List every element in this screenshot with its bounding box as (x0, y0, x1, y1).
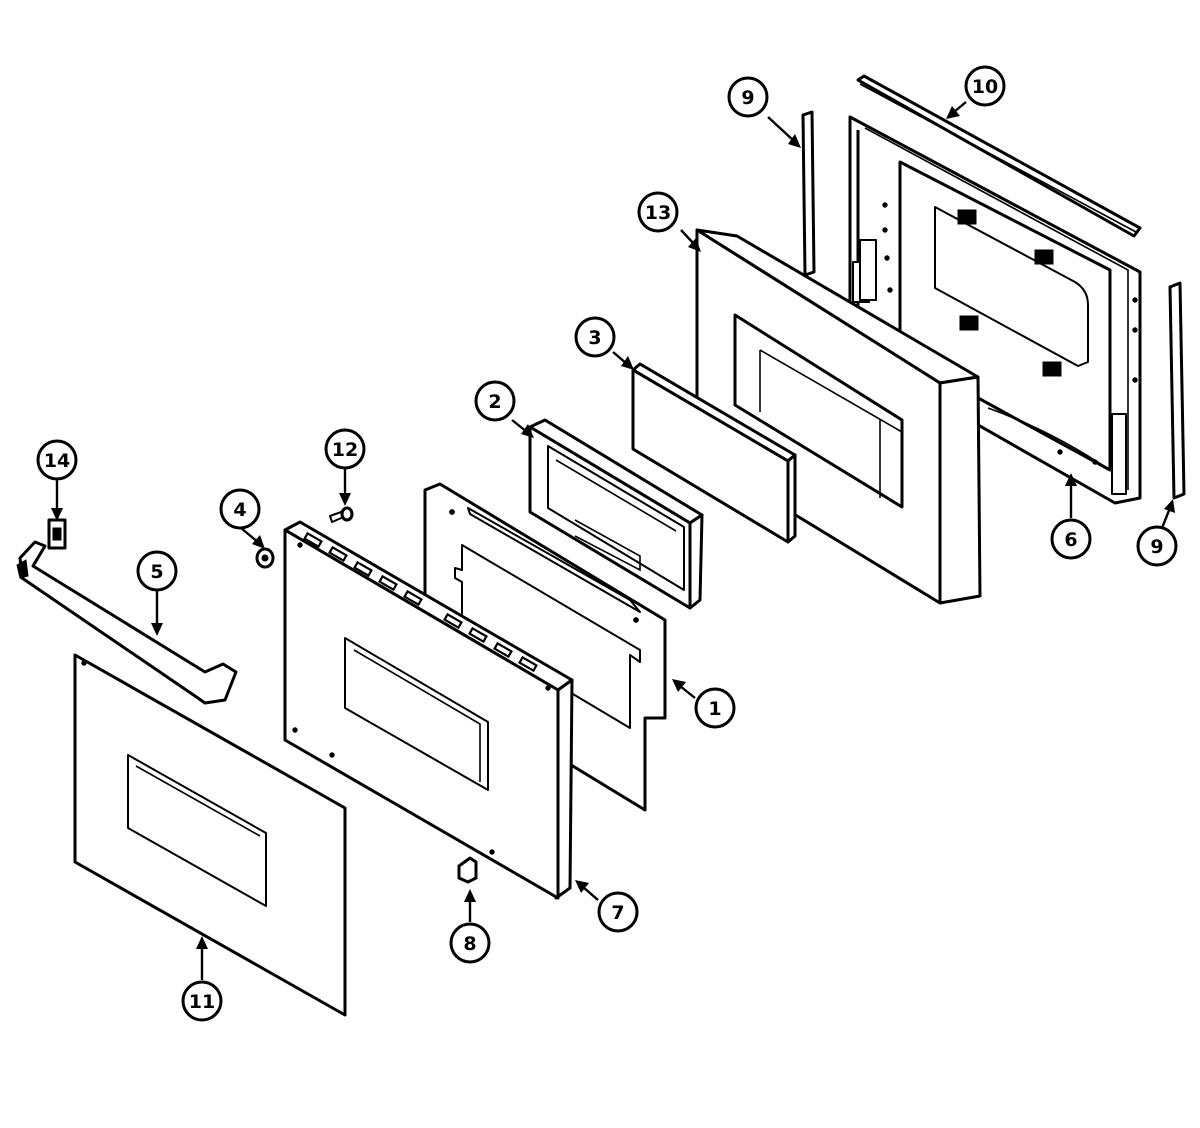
callout-8: 8 (449, 922, 491, 964)
callout-label: 6 (1064, 529, 1077, 551)
callout-11: 11 (181, 980, 223, 1022)
part-1-inner-panel (423, 482, 667, 812)
callout-1: 1 (694, 687, 736, 729)
callout-label: 9 (741, 87, 754, 109)
part-10-top-trim (856, 74, 1142, 238)
callout-label: 2 (488, 391, 501, 413)
part-8-clip (457, 856, 478, 884)
callout-label: 8 (463, 933, 476, 955)
callout-label: 12 (332, 439, 358, 461)
callout-14: 14 (36, 439, 78, 481)
part-12-screw (329, 506, 354, 523)
callout-4: 4 (219, 488, 261, 530)
callout-label: 1 (708, 698, 721, 720)
part-4-bumper (255, 547, 275, 569)
callout-label: 4 (233, 499, 246, 521)
part-9-side-trim-left (801, 110, 816, 277)
callout-label: 3 (588, 327, 601, 349)
callout-2: 2 (474, 380, 516, 422)
callout-label: 13 (645, 202, 671, 224)
part-5-door-handle (16, 540, 238, 705)
callout-7: 7 (597, 891, 639, 933)
part-9-side-trim-right (1168, 281, 1186, 500)
callout-12: 12 (324, 428, 366, 470)
callout-label: 14 (44, 450, 70, 472)
callout-label: 9 (1150, 536, 1163, 558)
callout-9-right: 9 (1136, 525, 1178, 567)
part-14-bracket (47, 518, 67, 550)
part-13-door-frame (695, 228, 982, 605)
part-2-glass-frame (528, 418, 704, 610)
part-3-glass-panel (631, 362, 797, 544)
callout-label: 10 (972, 76, 998, 98)
callout-label: 7 (611, 902, 624, 924)
callout-5: 5 (136, 550, 178, 592)
callout-3: 3 (574, 316, 616, 358)
callout-label: 5 (150, 561, 163, 583)
callout-13: 13 (637, 191, 679, 233)
part-6-door-liner (848, 115, 1142, 505)
callout-label: 11 (189, 991, 215, 1013)
callout-10: 10 (964, 65, 1006, 107)
callout-9-left: 9 (727, 76, 769, 118)
callout-6: 6 (1050, 518, 1092, 560)
leader-lines (51, 101, 1175, 980)
part-7-door-panel (283, 520, 574, 900)
part-11-front-panel (73, 653, 347, 1017)
